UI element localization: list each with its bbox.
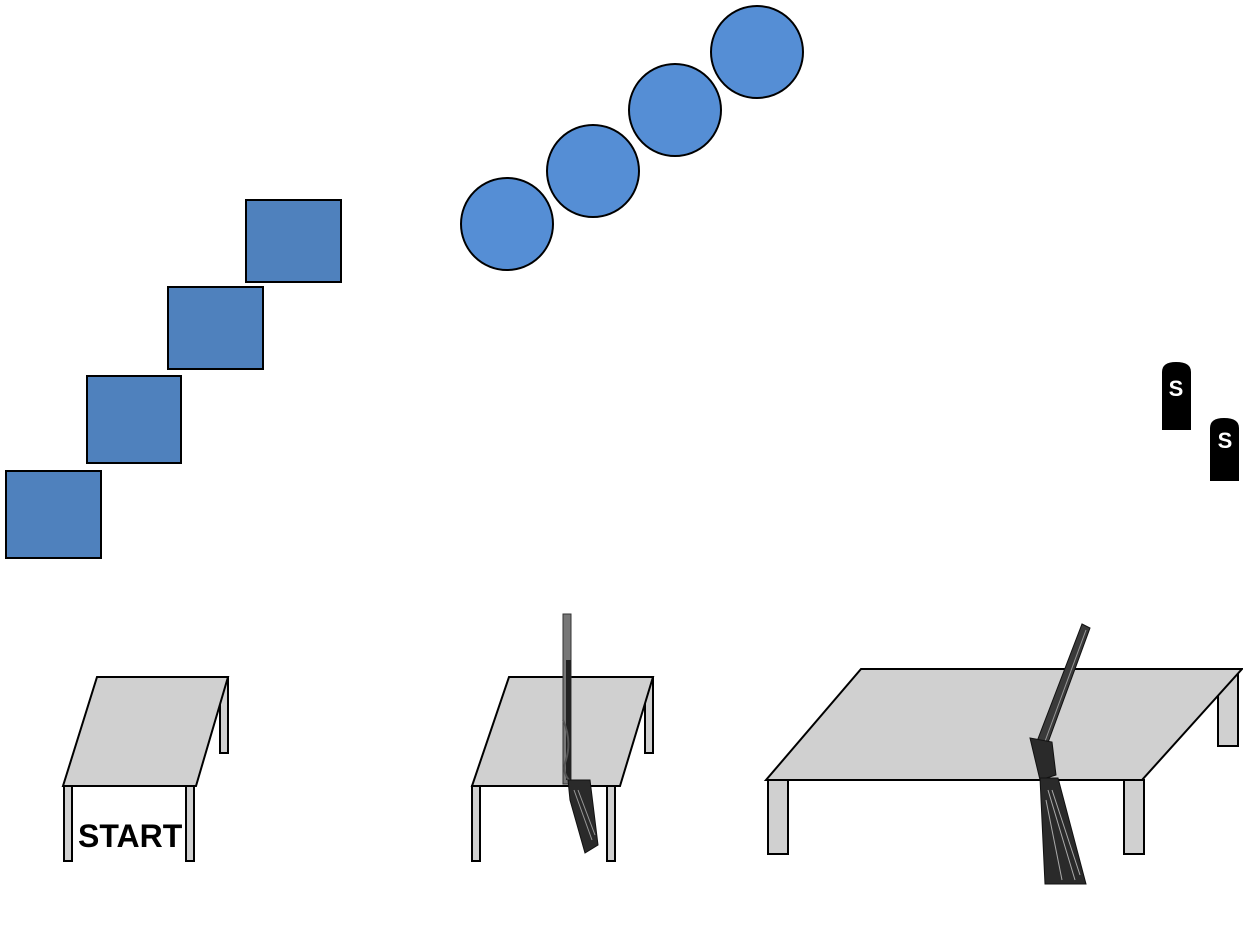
square-3	[167, 286, 264, 370]
table-start-top	[61, 676, 230, 787]
start-label: START	[78, 818, 183, 854]
circle-3	[628, 63, 722, 157]
s-marker-1: S	[1162, 362, 1191, 430]
table-middle-leg-right	[606, 785, 616, 862]
table-large-top	[763, 668, 1243, 781]
table-start	[61, 676, 230, 862]
s-marker-1-letter: S	[1169, 376, 1184, 401]
circle-2	[546, 124, 640, 218]
circle-1	[460, 177, 554, 271]
rifle-2	[1029, 623, 1091, 885]
table-middle-leg-left	[471, 785, 481, 862]
rifle-1	[562, 613, 599, 854]
circles-group	[460, 5, 804, 271]
squares-group	[5, 199, 342, 559]
s-marker-2-letter: S	[1218, 428, 1233, 453]
square-1	[5, 470, 102, 559]
table-start-leg-right	[185, 785, 195, 862]
square-2	[86, 375, 182, 464]
table-large-leg-right	[1123, 779, 1145, 855]
circle-4	[710, 5, 804, 99]
table-large-leg-left	[767, 779, 789, 855]
s-marker-2: S	[1210, 418, 1239, 481]
table-start-leg-left	[63, 785, 73, 862]
square-4	[245, 199, 342, 283]
table-large	[763, 668, 1243, 855]
